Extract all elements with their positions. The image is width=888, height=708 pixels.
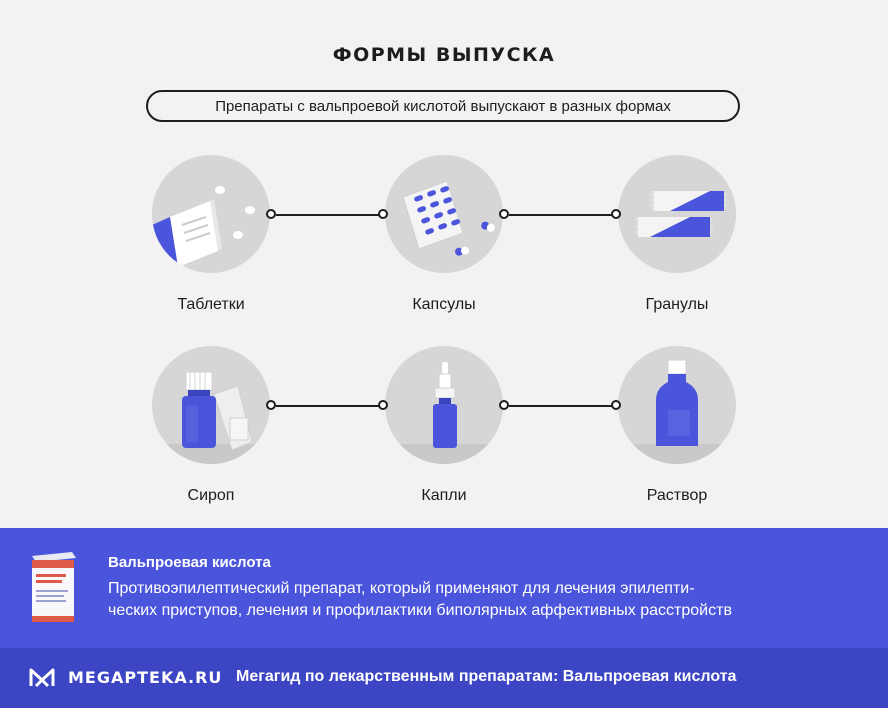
subtitle-text: Препараты с вальпроевой кислотой выпуска… (215, 97, 671, 115)
form-label-tablets: Таблетки (177, 296, 245, 313)
form-label-capsules: Капсулы (412, 296, 476, 313)
form-label-drops: Капли (421, 487, 467, 504)
form-label-granules: Гранулы (645, 296, 709, 313)
drug-description-line: ческих приступов, лечения и профилактики… (108, 602, 732, 619)
drug-name: Вальпроевая кислота (108, 554, 271, 571)
connector-dot (499, 209, 509, 219)
footer: MEGAPTEKA.RU Мегагид по лекарственным пр… (0, 648, 888, 708)
capsules-icon (385, 155, 503, 273)
drug-description: Противоэпилептический препарат, который … (108, 578, 848, 622)
brand-logo-icon (29, 668, 55, 688)
connector-dot (266, 400, 276, 410)
footer-caption: Мегагид по лекарственным препаратам: Вал… (236, 668, 737, 685)
connector-dot (611, 209, 621, 219)
subtitle-banner: Препараты с вальпроевой кислотой выпуска… (146, 90, 740, 122)
connector-line (509, 214, 613, 216)
connector-dot (611, 400, 621, 410)
form-label-syrup: Сироп (187, 487, 235, 504)
connector-dot (499, 400, 509, 410)
connector-line (509, 405, 613, 407)
page-title: ФОРМЫ ВЫПУСКА (332, 44, 556, 66)
solution-icon (618, 346, 736, 464)
connector-line (276, 214, 380, 216)
tablets-icon (152, 155, 270, 273)
drug-info-panel: Вальпроевая кислота Противоэпилептически… (0, 528, 888, 648)
syrup-icon (152, 346, 270, 464)
drops-icon (385, 346, 503, 464)
brand-name[interactable]: MEGAPTEKA.RU (68, 668, 223, 687)
connector-dot (378, 400, 388, 410)
connector-dot (266, 209, 276, 219)
connector-dot (378, 209, 388, 219)
granules-icon (618, 155, 736, 273)
medicine-box-icon (32, 552, 76, 622)
drug-description-line: Противоэпилептический препарат, который … (108, 580, 695, 597)
connector-line (276, 405, 380, 407)
form-label-solution: Раствор (646, 487, 708, 504)
